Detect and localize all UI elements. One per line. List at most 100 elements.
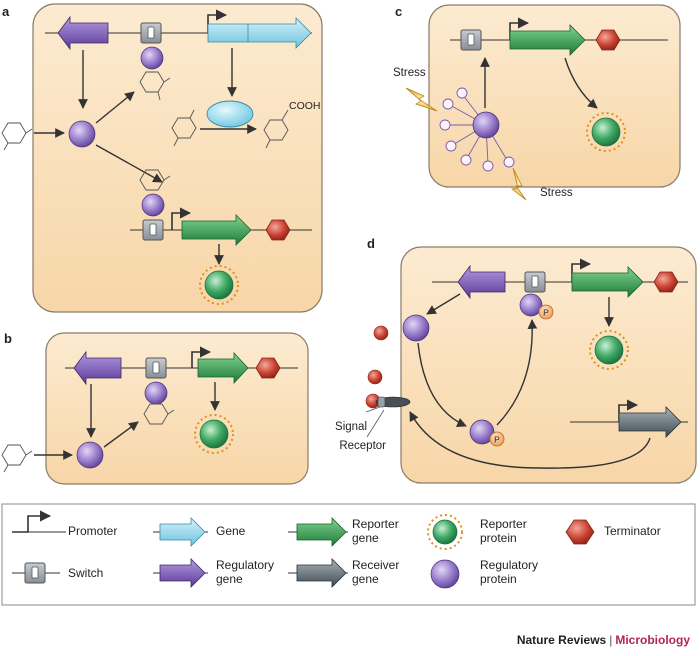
flow-arrow bbox=[409, 411, 651, 469]
legend-line-1: Reporter bbox=[480, 517, 527, 531]
cell-a bbox=[32, 3, 323, 313]
sensor-complex bbox=[439, 87, 515, 172]
reporter-protein-icon bbox=[589, 330, 629, 370]
legend-line-2: protein bbox=[480, 531, 517, 545]
regulatory-protein-icon bbox=[519, 293, 543, 317]
stress-bolt-icon bbox=[405, 87, 438, 112]
switch-icon bbox=[24, 562, 46, 584]
stress-bolt-icon bbox=[511, 167, 527, 201]
stress-label: Stress bbox=[393, 67, 426, 79]
flow-arrow bbox=[103, 421, 139, 448]
legend-line-1: Regulatory bbox=[480, 558, 538, 572]
terminator-icon bbox=[653, 271, 679, 293]
regulatory-protein-icon bbox=[76, 441, 104, 469]
reporter-gene-icon bbox=[571, 266, 644, 298]
receiver-gene-icon bbox=[618, 406, 682, 438]
switch-icon bbox=[460, 29, 482, 51]
panel-d-letter: d bbox=[367, 236, 375, 251]
reporter-protein-icon bbox=[199, 265, 239, 305]
inducer-molecule bbox=[139, 71, 171, 101]
regulatory-protein-icon bbox=[141, 193, 165, 217]
stress-label: Stress bbox=[540, 187, 573, 199]
phosphate-label: P bbox=[543, 308, 549, 318]
panel-a-letter: a bbox=[2, 4, 10, 19]
legend-label-terminator: Terminator bbox=[604, 524, 661, 538]
legend-label-gene: Gene bbox=[216, 524, 246, 538]
reporter-protein-icon bbox=[586, 112, 626, 152]
legend-line-1: Receiver bbox=[352, 558, 399, 572]
switch-icon bbox=[140, 22, 162, 44]
inducer-molecule bbox=[1, 444, 33, 473]
flow-arrow bbox=[417, 342, 467, 427]
journal-name: Nature Reviews bbox=[516, 633, 607, 647]
legend-line-1: Reporter bbox=[352, 517, 399, 531]
legend-line-1: Regulatory bbox=[216, 558, 274, 572]
terminator-icon bbox=[265, 219, 291, 241]
leader-line bbox=[366, 409, 385, 438]
legend-label-switch: Switch bbox=[68, 566, 103, 580]
gene-icon bbox=[207, 17, 312, 49]
reporter-gene-icon bbox=[181, 214, 252, 246]
receptor-label: Receptor bbox=[339, 440, 386, 452]
terminator-icon bbox=[595, 29, 621, 51]
regulatory-protein-icon bbox=[68, 120, 96, 148]
reporter-gene-icon bbox=[296, 517, 347, 547]
regulatory-protein-icon bbox=[469, 419, 495, 445]
signal-molecule bbox=[373, 325, 389, 341]
legend-box bbox=[1, 503, 696, 606]
legend-line-2: gene bbox=[352, 572, 379, 586]
regulatory-gene-icon bbox=[57, 15, 109, 51]
substrate-molecule bbox=[171, 109, 197, 147]
leader-line bbox=[365, 406, 381, 413]
switch-icon bbox=[145, 357, 167, 379]
legend-line-2: gene bbox=[352, 531, 379, 545]
gene-icon bbox=[159, 517, 206, 547]
receptor-icon bbox=[375, 396, 411, 408]
legend-label-promoter: Promoter bbox=[68, 524, 117, 538]
promoter-icon bbox=[171, 207, 192, 230]
panel-a: a bbox=[1, 3, 323, 313]
credit-separator: | bbox=[609, 633, 613, 647]
regulatory-protein-icon bbox=[144, 381, 168, 405]
enzyme bbox=[206, 100, 254, 128]
flow-arrow bbox=[564, 57, 598, 109]
regulatory-protein-icon bbox=[140, 46, 164, 70]
promoter-icon bbox=[191, 346, 212, 368]
legend-line-2: gene bbox=[216, 572, 243, 586]
inducer-molecule bbox=[1, 122, 33, 151]
terminator-icon bbox=[565, 519, 595, 545]
phosphate-icon bbox=[538, 304, 554, 320]
signal-molecule bbox=[367, 369, 383, 385]
regulatory-protein-icon bbox=[472, 111, 500, 139]
journal-credit: Nature Reviews|Microbiology bbox=[517, 633, 690, 647]
panel-b-letter: b bbox=[4, 331, 12, 346]
phosphate-icon bbox=[489, 431, 505, 447]
panel-c-letter: c bbox=[395, 4, 402, 19]
reporter-protein-icon bbox=[194, 414, 234, 454]
panel-c: c bbox=[393, 4, 681, 201]
phosphate-label: P bbox=[494, 435, 500, 445]
reporter-gene-icon bbox=[509, 24, 586, 56]
cooh-label: COOH bbox=[289, 100, 321, 112]
regulatory-protein-icon bbox=[430, 559, 460, 589]
panel-b: b bbox=[1, 331, 309, 485]
inducer-molecule bbox=[139, 169, 171, 191]
inducer-molecule bbox=[143, 403, 175, 425]
terminator-icon bbox=[255, 357, 281, 379]
switch-icon bbox=[142, 219, 164, 241]
product-molecule bbox=[263, 109, 289, 149]
receiver-gene-icon bbox=[296, 558, 347, 588]
signal-label: Signal bbox=[335, 421, 367, 433]
reporter-protein-icon bbox=[427, 514, 463, 550]
reporter-gene-icon bbox=[197, 351, 249, 385]
switch-icon bbox=[524, 271, 546, 293]
regulatory-gene-icon bbox=[73, 350, 122, 386]
legend-line-2: protein bbox=[480, 572, 517, 586]
